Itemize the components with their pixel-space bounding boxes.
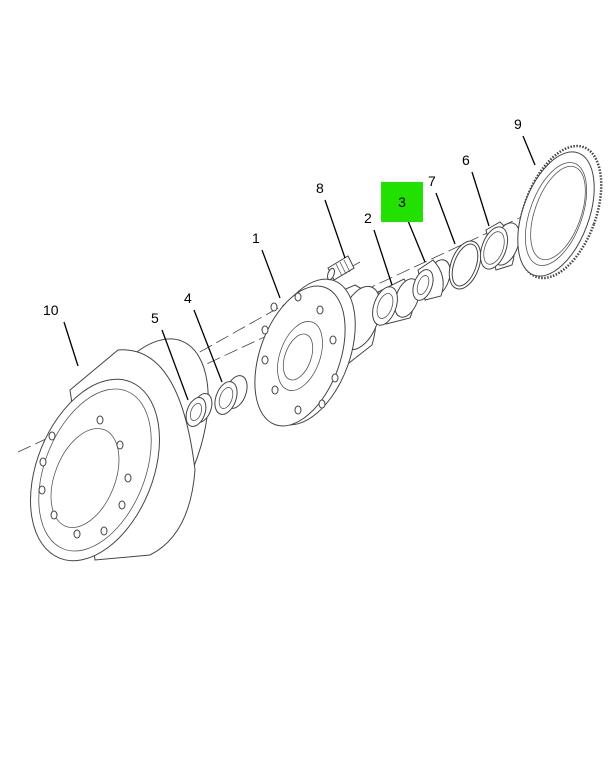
outer-bearing-cup[interactable] [368, 275, 424, 328]
callout-6[interactable]: 6 [462, 152, 470, 168]
callout-5[interactable]: 5 [151, 310, 159, 326]
callout-2[interactable]: 2 [364, 210, 372, 226]
seal[interactable] [475, 219, 525, 273]
snap-ring[interactable] [443, 237, 486, 294]
callout-3[interactable]: 3 [398, 194, 406, 210]
wheel-stud[interactable] [326, 255, 355, 281]
inner-bearing-cup[interactable] [211, 373, 251, 418]
callout-4[interactable]: 4 [184, 290, 192, 306]
callout-9[interactable]: 9 [514, 116, 522, 132]
leader-lines [63, 135, 536, 401]
hub[interactable] [237, 266, 388, 438]
inner-bearing-cone[interactable] [182, 391, 215, 429]
callout-7[interactable]: 7 [428, 173, 436, 189]
outer-bearing-cone[interactable] [409, 256, 455, 303]
callout-8[interactable]: 8 [316, 180, 324, 196]
callout-1[interactable]: 1 [252, 230, 260, 246]
highlighted-callout-box[interactable]: 3 [381, 182, 423, 222]
brake-drum[interactable] [6, 319, 236, 579]
tone-ring[interactable] [503, 135, 610, 289]
callout-10[interactable]: 10 [43, 302, 59, 318]
